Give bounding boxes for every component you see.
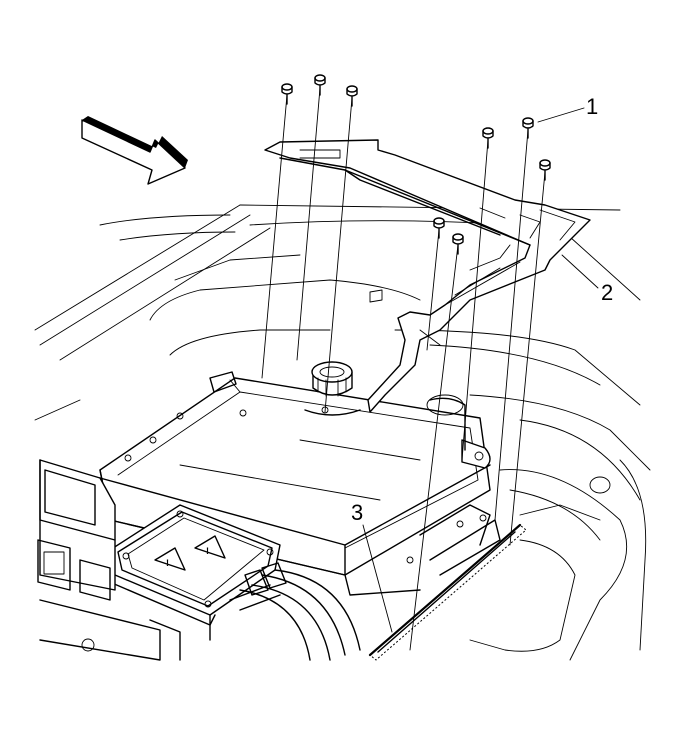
svg-text:!: !: [166, 558, 169, 568]
seal-gasket: [368, 523, 527, 661]
callout-2-label: 2: [601, 280, 613, 305]
reservoir-cap: [304, 361, 361, 416]
lower-mount: [426, 394, 491, 469]
bolt-icon: [346, 85, 358, 107]
mounting-bracket: [264, 139, 591, 413]
bolt-icon: [539, 159, 551, 181]
high-voltage-cover: ! !: [104, 504, 281, 641]
bolt-lines: [261, 87, 546, 651]
callout-1: 1: [537, 94, 598, 123]
bolt-icon: [281, 83, 293, 105]
bolt-icon: [433, 217, 445, 239]
vehicle-body-outline: [34, 204, 651, 661]
warning-triangle-icon: !: [194, 535, 226, 559]
svg-text:!: !: [206, 546, 209, 556]
left-housing: [37, 459, 181, 661]
callout-3: 3: [351, 500, 393, 633]
callout-3-label: 3: [351, 500, 363, 525]
bolts: [281, 74, 551, 255]
bolt-icon: [522, 117, 534, 139]
callout-1-label: 1: [586, 94, 598, 119]
cables: [229, 562, 361, 661]
bolt-icon: [314, 74, 326, 96]
forward-direction-arrow-icon: [81, 116, 188, 185]
bolt-icon: [482, 127, 494, 149]
warning-triangle-icon: !: [154, 547, 186, 571]
callout-2: 2: [561, 254, 613, 305]
bolt-icon: [452, 233, 464, 255]
